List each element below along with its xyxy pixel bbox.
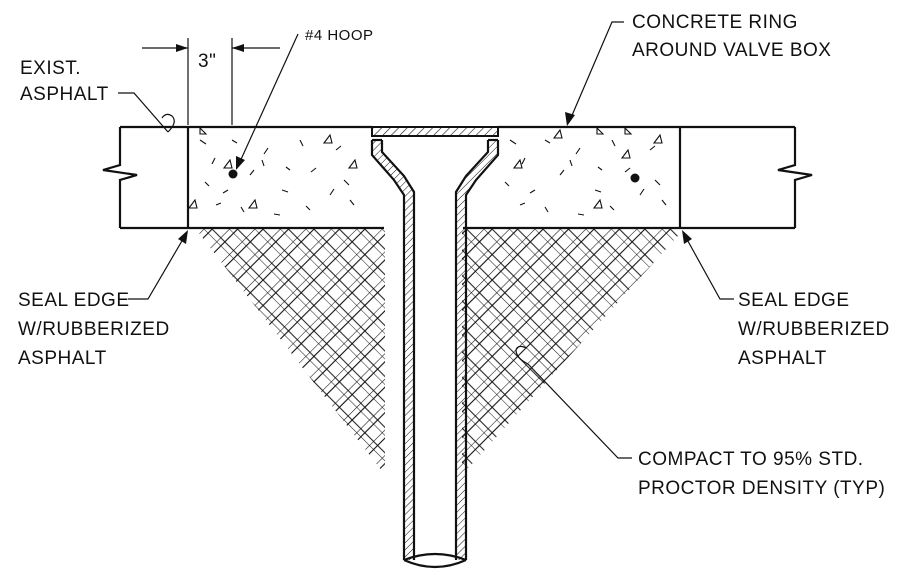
seal-edge-right-line1: SEAL EDGE (738, 290, 850, 311)
pavement-section (102, 125, 813, 230)
seal-edge-right-callout: SEAL EDGE W/RUBBERIZED ASPHALT (682, 230, 890, 369)
concrete-ring-callout: CONCRETE RING AROUND VALVE BOX (565, 12, 831, 126)
rebar-hoop-left (228, 169, 238, 179)
concrete-aggregate-texture (187, 126, 667, 216)
compacted-soil-zone (195, 228, 685, 475)
dimension-label: 3" (198, 51, 216, 72)
concrete-ring-label-line2: AROUND VALVE BOX (632, 40, 831, 61)
seal-edge-left-line3: ASPHALT (18, 348, 107, 369)
compact-label-line1: COMPACT TO 95% STD. (638, 449, 864, 470)
exist-asphalt-label-line1: EXIST. (20, 58, 81, 79)
seal-edge-left-line2: W/RUBBERIZED (18, 319, 170, 340)
dimension-3-inch: 3" (142, 38, 280, 125)
exist-asphalt-label-line2: ASPHALT (20, 84, 109, 105)
seal-edge-left-callout: SEAL EDGE W/RUBBERIZED ASPHALT (18, 230, 188, 369)
seal-edge-left-line1: SEAL EDGE (18, 290, 130, 311)
rebar-hoop-right (630, 173, 640, 183)
exist-asphalt-callout: EXIST. ASPHALT (20, 58, 175, 133)
valve-box (370, 126, 500, 569)
compaction-callout: COMPACT TO 95% STD. PROCTOR DENSITY (TYP… (515, 345, 885, 499)
concrete-ring-label-line1: CONCRETE RING (632, 12, 798, 33)
compact-label-line2: PROCTOR DENSITY (TYP) (638, 478, 885, 499)
seal-edge-right-line3: ASPHALT (738, 348, 827, 369)
hoop-label: #4 HOOP (305, 27, 374, 44)
hoop-callout: #4 HOOP (236, 27, 374, 170)
seal-edge-right-line2: W/RUBBERIZED (738, 319, 890, 340)
